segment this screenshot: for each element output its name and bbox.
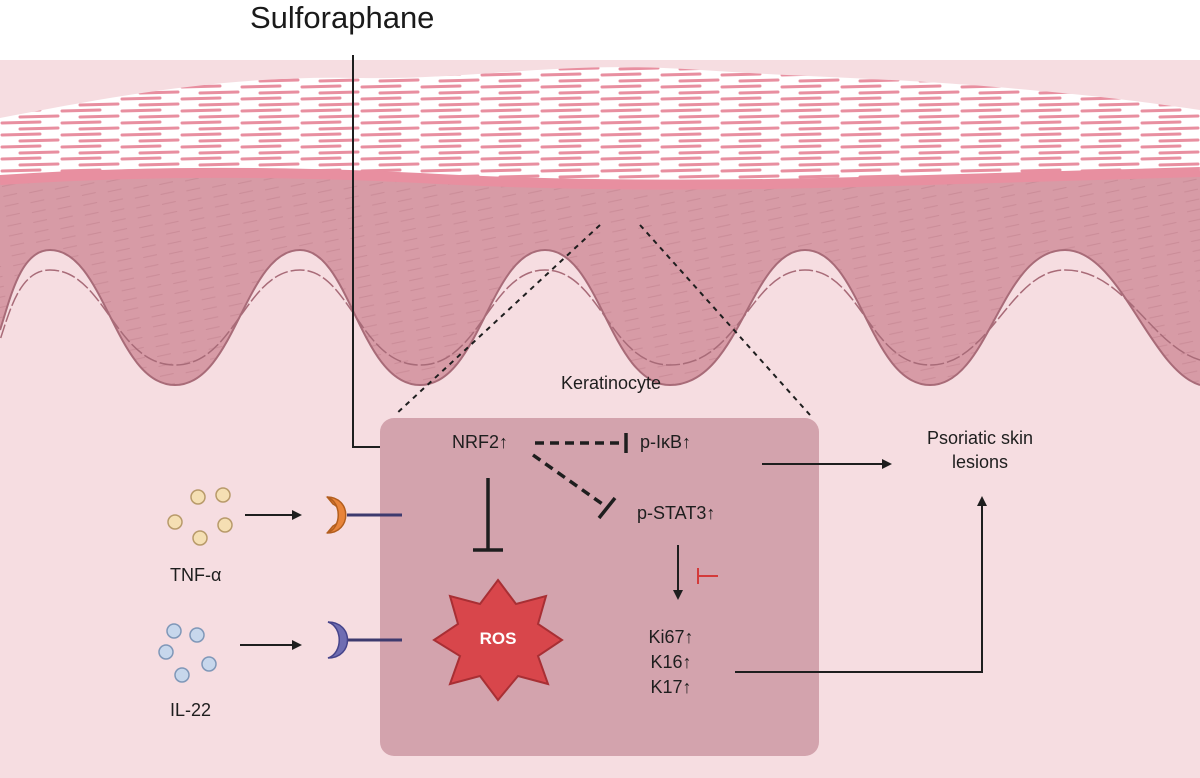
basal-membrane <box>0 248 1200 387</box>
zoom-line-left <box>394 224 601 416</box>
tnf-label: TNF-α <box>170 565 222 585</box>
il22-receptor-cup <box>327 621 349 659</box>
zoom-line-right <box>639 224 811 416</box>
tnf-particles <box>167 487 233 546</box>
outcome-line1: Psoriatic skin <box>926 428 1034 448</box>
keratinocyte-box <box>380 418 819 756</box>
il22-particles <box>158 623 217 683</box>
k16-label: K16↑ <box>650 652 692 672</box>
tnf-receptor-cup <box>326 496 347 534</box>
granular-layer <box>0 167 1200 190</box>
arrow-ki67-lesions <box>735 496 987 673</box>
il22-label: IL-22 <box>170 700 212 720</box>
inhibit-bar-pstat3 <box>597 496 617 520</box>
pstat3-label: p-STAT3↑ <box>637 503 716 523</box>
ros-burst <box>432 578 564 702</box>
epidermis-texture <box>0 172 1200 385</box>
ros-label: ROS <box>479 629 517 648</box>
keratinocyte-label: Keratinocyte <box>561 373 662 393</box>
inhibit-nrf2-pstat3 <box>531 453 610 510</box>
stratum-corneum <box>0 67 1200 201</box>
nrf2-label: NRF2↑ <box>452 432 509 452</box>
ki67-label: Ki67↑ <box>648 627 694 647</box>
diagram-title: Sulforaphane <box>250 0 435 35</box>
pikb-label: p-IκB↑ <box>640 432 692 452</box>
k17-label: K17↑ <box>650 677 692 697</box>
outcome-line2: lesions <box>951 452 1009 472</box>
